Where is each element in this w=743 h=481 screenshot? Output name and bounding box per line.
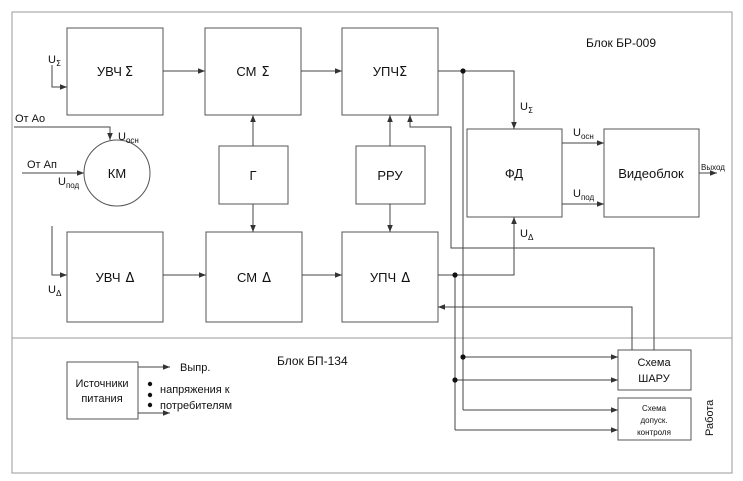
sm-delta-box: СМ Δ bbox=[205, 231, 303, 323]
upch-sum-symbol: Σ bbox=[399, 65, 407, 80]
block-br009-label: Блок БР-009 bbox=[586, 36, 656, 50]
delta-channel-lines bbox=[51, 217, 633, 350]
control-tap-lines bbox=[454, 71, 618, 433]
sm-delta-symbol: Δ bbox=[262, 271, 271, 286]
rabota-label: Работа bbox=[704, 399, 716, 436]
fd-box: ФД bbox=[466, 128, 563, 218]
sm-sum-label: СМ bbox=[236, 64, 256, 79]
rru-box: РРУ bbox=[355, 145, 426, 205]
rru-label: РРУ bbox=[377, 168, 403, 183]
u-sum-input-label: UΣ bbox=[48, 54, 61, 68]
dopusk-label-line3: контроля bbox=[637, 428, 671, 437]
dopusk-control-box: Схема допуск. контроля bbox=[617, 397, 692, 441]
upch-delta-box: УПЧ Δ bbox=[341, 231, 439, 323]
u-pod-fd-label: Uпод bbox=[573, 188, 595, 202]
u-osn-km-label: Uосн bbox=[118, 131, 139, 145]
block-bp134-frame bbox=[11, 337, 733, 474]
ot-ao-label: От Ао bbox=[15, 113, 45, 125]
generator-box: Г bbox=[218, 145, 289, 205]
sm-sum-symbol: Σ bbox=[261, 65, 269, 80]
sm-sum-box: СМ Σ bbox=[204, 27, 302, 116]
svg-text:СМΣ: СМ Σ bbox=[236, 64, 269, 80]
km-label: КМ bbox=[108, 166, 126, 181]
power-output-lines bbox=[138, 364, 170, 416]
upch-sum-box: УПЧΣ bbox=[341, 27, 439, 116]
power-supply-label-line2: питания bbox=[81, 393, 122, 405]
upch-delta-label: УПЧ bbox=[370, 270, 396, 285]
fd-label: ФД bbox=[505, 166, 523, 181]
dopusk-label-line1: Схема bbox=[642, 404, 667, 413]
power-supply-label-line1: Источники bbox=[75, 378, 128, 390]
videoblok-box: Видеоблок bbox=[603, 128, 700, 218]
u-pod-km-label: Uпод bbox=[58, 176, 80, 190]
u-delta-fd-label: UΔ bbox=[520, 228, 534, 242]
outputs-note-line3: потребителям bbox=[160, 400, 232, 412]
km-modulator: КМ bbox=[83, 139, 151, 207]
vyhod-label: Выход bbox=[701, 163, 725, 172]
sum-channel-lines bbox=[51, 65, 655, 350]
uvch-sum-symbol: Σ bbox=[125, 65, 133, 80]
upch-sum-label: УПЧ bbox=[373, 64, 399, 79]
uvch-delta-box: УВЧ Δ bbox=[66, 231, 164, 323]
sharu-label-line2: ШАРУ bbox=[638, 373, 671, 385]
km-input-lines bbox=[14, 126, 113, 176]
videoblok-label: Видеоблок bbox=[618, 166, 684, 181]
upch-delta-symbol: Δ bbox=[401, 271, 410, 286]
u-delta-input-label: UΔ bbox=[48, 284, 62, 298]
outputs-note-line2: напряжения к bbox=[160, 384, 230, 396]
sm-delta-label: СМ bbox=[237, 270, 257, 285]
sharu-label-line1: Схема bbox=[637, 357, 671, 369]
sharu-box: Схема ШАРУ bbox=[617, 349, 692, 391]
dopusk-label-line2: допуск. bbox=[640, 416, 667, 425]
svg-text:СМΔ: СМ Δ bbox=[237, 270, 271, 286]
svg-text:УПЧΣ: УПЧΣ bbox=[373, 64, 408, 80]
ot-ap-label: От Ап bbox=[27, 159, 57, 171]
uvch-delta-label: УВЧ bbox=[96, 270, 121, 285]
power-supply-box: Источники питания bbox=[66, 361, 139, 420]
u-osn-fd-label: Uосн bbox=[573, 127, 594, 141]
fd-output-lines bbox=[562, 140, 717, 207]
u-sum-fd-label: UΣ bbox=[520, 101, 533, 115]
uvch-sum-label: УВЧ bbox=[97, 64, 122, 79]
uvch-delta-symbol: Δ bbox=[126, 271, 135, 286]
block-bp134-label: Блок БП-134 bbox=[277, 354, 348, 368]
outputs-note-line1: Выпр. bbox=[180, 362, 210, 374]
generator-label: Г bbox=[249, 168, 256, 183]
junction-dots bbox=[452, 68, 466, 383]
